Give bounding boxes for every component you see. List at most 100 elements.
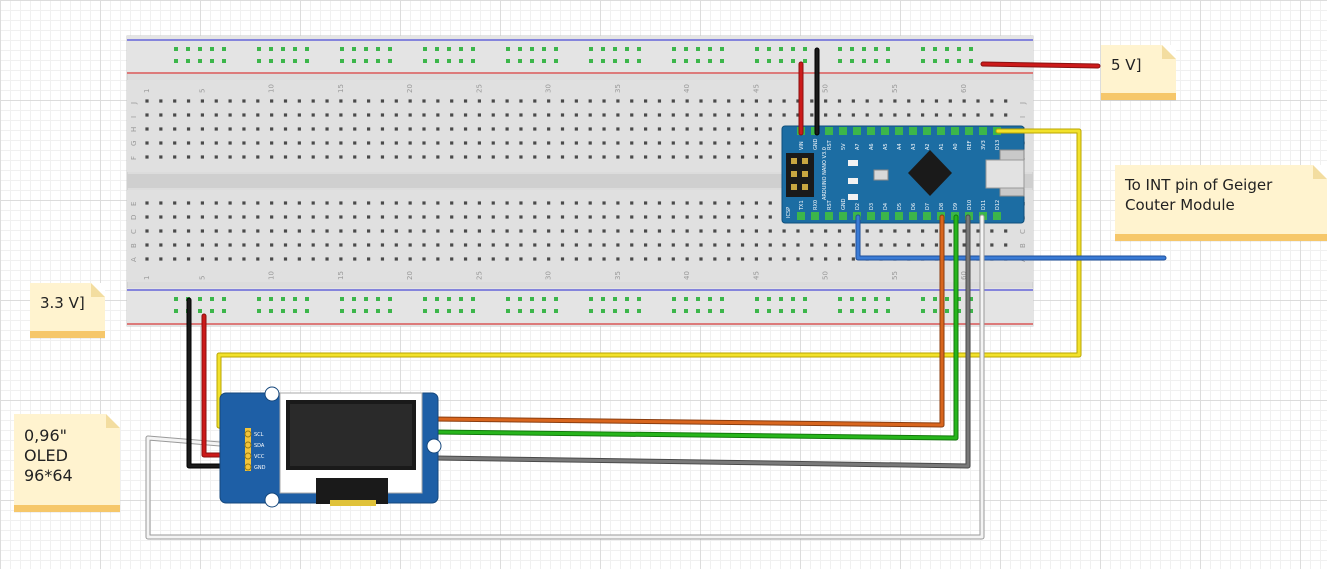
column-number: 60 <box>960 84 968 93</box>
rail-hole <box>530 59 534 63</box>
breadboard-hole <box>270 155 274 159</box>
rail-hole <box>554 309 558 313</box>
breadboard-hole <box>727 243 731 247</box>
breadboard-hole <box>367 141 371 145</box>
rail-hole <box>779 297 783 301</box>
rail-hole <box>293 297 297 301</box>
note-5v-text: 5 V] <box>1111 56 1142 74</box>
breadboard-hole <box>214 257 218 261</box>
breadboard-hole <box>353 113 357 117</box>
breadboard-hole <box>450 113 454 117</box>
rail-hole <box>613 297 617 301</box>
column-number: 10 <box>268 271 276 280</box>
rail-hole <box>637 297 641 301</box>
board-name-label: ARDUINO NANO V3.0 <box>822 147 828 200</box>
rail-hole <box>589 309 593 313</box>
breadboard-hole <box>159 229 163 233</box>
rail-hole <box>850 59 854 63</box>
nano-pin-label: D2 <box>855 203 861 210</box>
breadboard-hole <box>270 113 274 117</box>
column-number: 1 <box>143 276 151 280</box>
rail-hole <box>186 47 190 51</box>
breadboard-hole <box>740 113 745 117</box>
breadboard-hole <box>436 229 440 233</box>
breadboard-hole <box>145 113 149 117</box>
breadboard-hole <box>519 141 523 145</box>
breadboard-hole <box>602 215 606 219</box>
breadboard-hole <box>616 127 620 131</box>
rail-hole <box>447 297 451 301</box>
note-int-text: To INT pin of Geiger Couter Module <box>1125 176 1273 214</box>
nano-pin-label: D5 <box>897 203 903 210</box>
rail-hole <box>530 309 534 313</box>
breadboard-hole <box>256 155 260 159</box>
breadboard-hole <box>283 127 288 131</box>
breadboard-hole <box>810 113 814 117</box>
breadboard-hole <box>754 141 758 145</box>
breadboard-hole <box>616 99 620 103</box>
rail-hole <box>269 47 273 51</box>
breadboard-hole <box>173 127 177 131</box>
breadboard-hole <box>727 257 731 261</box>
breadboard-hole <box>574 113 578 117</box>
breadboard-hole <box>186 201 191 205</box>
rail-hole <box>720 309 724 313</box>
breadboard-hole <box>547 127 551 131</box>
breadboard-hole <box>796 229 800 233</box>
breadboard-hole <box>380 155 385 159</box>
nano-pin <box>951 127 959 135</box>
breadboard-hole <box>394 127 398 131</box>
breadboard-hole <box>353 99 357 103</box>
breadboard-hole <box>754 243 758 247</box>
rail-hole <box>803 297 807 301</box>
icsp-pin <box>791 171 797 177</box>
breadboard-hole <box>477 229 481 233</box>
rail-hole <box>506 59 510 63</box>
rail-hole <box>506 309 510 313</box>
breadboard-hole <box>367 99 371 103</box>
breadboard-hole <box>173 141 177 145</box>
breadboard-hole <box>228 215 232 219</box>
rail-hole <box>862 47 866 51</box>
note-oled-text: 0,96" OLED 96*64 <box>24 426 73 485</box>
column-number: 20 <box>406 84 414 93</box>
breadboard-hole <box>353 127 357 131</box>
breadboard-hole <box>270 99 274 103</box>
breadboard-hole <box>962 99 966 103</box>
row-letter: E <box>130 202 138 206</box>
rail-hole <box>589 59 593 63</box>
rail-hole <box>969 309 973 313</box>
breadboard-hole <box>325 201 329 205</box>
breadboard-hole <box>602 127 606 131</box>
breadboard-hole <box>740 201 745 205</box>
breadboard-hole <box>644 155 648 159</box>
nano-pin <box>867 127 875 135</box>
rail-hole <box>838 297 842 301</box>
breadboard-hole <box>367 243 371 247</box>
breadboard-hole <box>367 155 371 159</box>
breadboard-hole <box>657 141 662 145</box>
nano-pin <box>881 212 889 220</box>
breadboard-hole <box>713 229 717 233</box>
rail-hole <box>388 47 392 51</box>
rail-hole <box>471 47 475 51</box>
breadboard-hole <box>934 229 939 233</box>
breadboard-hole <box>173 155 177 159</box>
rail-hole <box>613 309 617 313</box>
breadboard-hole <box>616 215 620 219</box>
breadboard-hole <box>644 201 648 205</box>
column-number: 30 <box>545 84 553 93</box>
breadboard-hole <box>242 141 246 145</box>
breadboard-hole <box>408 99 412 103</box>
nano-pin-label: D11 <box>981 200 987 210</box>
breadboard-hole <box>671 201 675 205</box>
rail-hole <box>518 309 522 313</box>
breadboard-hole <box>228 229 232 233</box>
rail-hole <box>672 59 676 63</box>
rail-hole <box>684 47 688 51</box>
breadboard-hole <box>380 243 385 247</box>
breadboard-hole <box>740 99 745 103</box>
breadboard-hole <box>699 201 703 205</box>
rail-hole <box>613 47 617 51</box>
breadboard-hole <box>644 257 648 261</box>
